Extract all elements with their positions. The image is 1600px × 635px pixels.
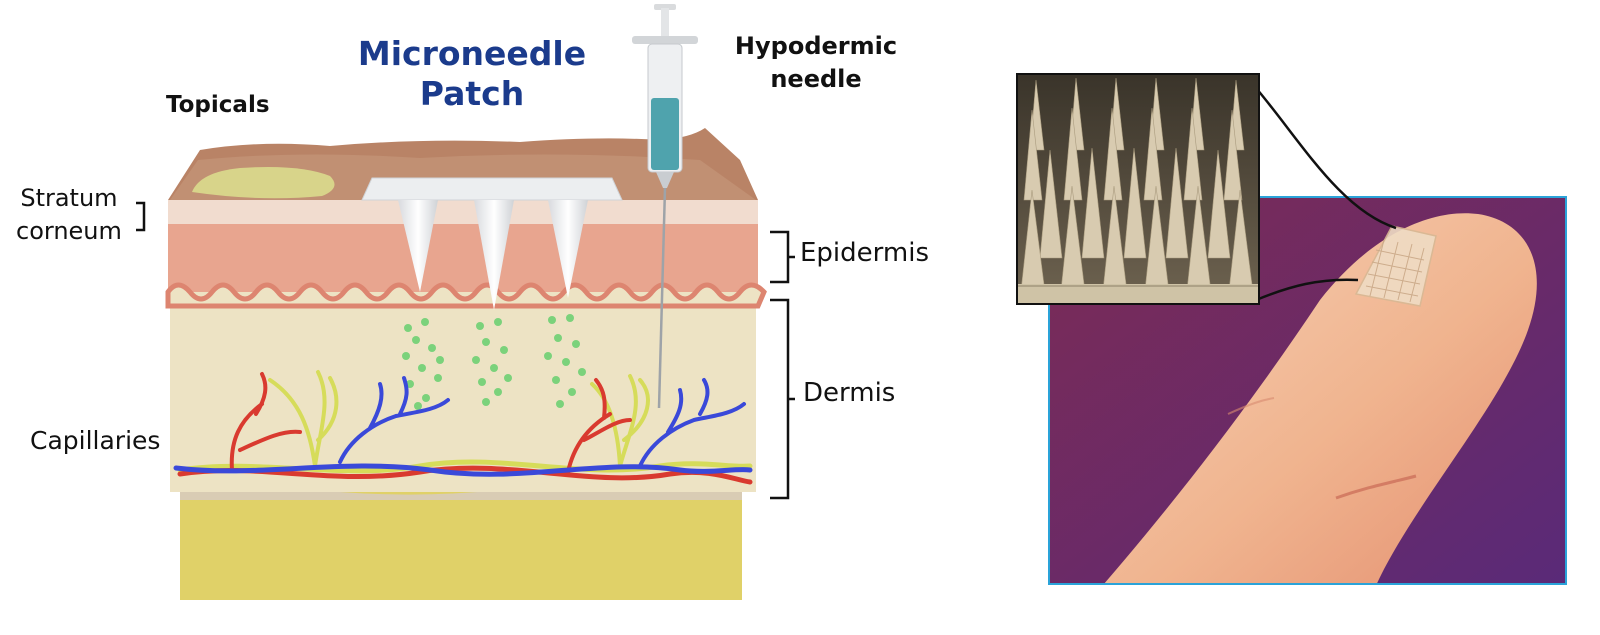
finger [1104, 213, 1537, 583]
finger-joint-line [1227, 397, 1275, 415]
microneedle-1 [398, 200, 438, 292]
patch-grid [1365, 239, 1425, 303]
topical-cream [192, 167, 335, 199]
sem-inset [1018, 75, 1258, 303]
inset-connector-bottom [1255, 278, 1359, 302]
drug-particles [402, 314, 586, 410]
vein-vessels [173, 463, 753, 477]
capillary-network [173, 370, 753, 485]
hypodermic-needle-label: Hypodermic needle [726, 30, 906, 96]
epidermis-wave [165, 282, 767, 309]
microneedle-patch-title: Microneedle Patch [350, 34, 594, 114]
stratum-corneum-bracket [136, 201, 146, 232]
hypodermis-layer [180, 492, 742, 600]
microneedle-3 [548, 200, 588, 298]
inset-connector-top [1255, 87, 1397, 230]
epidermis-label: Epidermis [800, 238, 929, 268]
epidermis-layer [168, 222, 758, 292]
syringe-flange [632, 36, 698, 44]
stratum-label-line2: corneum [16, 217, 122, 245]
hypodermic-label-line2: needle [770, 65, 862, 93]
syringe-liquid [651, 98, 679, 170]
capillaries-label: Capillaries [30, 426, 161, 455]
epidermis-bracket [770, 230, 795, 284]
microneedle-2 [474, 200, 514, 310]
syringe-plunger-rod [661, 8, 669, 36]
syringe-plunger-top [654, 4, 676, 10]
topicals-label: Topicals [166, 92, 270, 118]
stratum-corneum-layer [168, 200, 758, 224]
hypodermic-label-line1: Hypodermic [734, 32, 898, 60]
microneedle-title-line1: Microneedle [357, 34, 587, 73]
syringe-needle [657, 187, 667, 409]
finger-crease [1335, 474, 1417, 500]
microneedle-photo [1016, 73, 1567, 585]
syringe-tip [656, 172, 674, 188]
microneedle-title-line2: Patch [419, 74, 525, 113]
hypodermic-syringe [632, 4, 698, 409]
stratum-label-line1: Stratum [20, 184, 118, 212]
skin-diagram [136, 4, 795, 600]
dermis-bracket [770, 298, 795, 500]
dermis-label: Dermis [803, 378, 896, 408]
microneedle-patch-base [361, 177, 623, 201]
stratum-corneum-label: Stratum corneum [16, 182, 122, 248]
microneedle-patch-on-finger [1354, 225, 1437, 307]
